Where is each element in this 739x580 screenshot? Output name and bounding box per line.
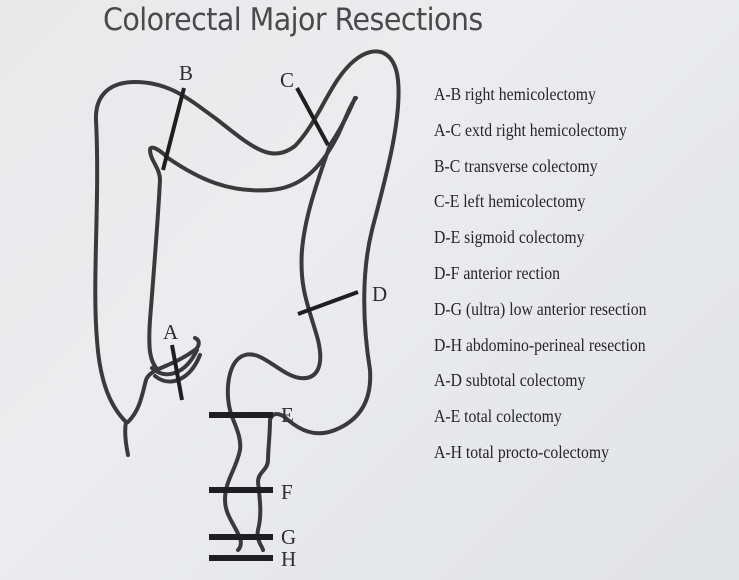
marker-a: A xyxy=(163,320,179,344)
cut-line-b xyxy=(161,87,186,171)
cut-line-a xyxy=(170,344,184,401)
terminal-ileum xyxy=(150,348,199,377)
marker-b: B xyxy=(179,61,194,85)
legend-item: D-E sigmoid colectomy xyxy=(434,227,585,248)
legend-item: C-E left hemicolectomy xyxy=(434,191,586,212)
legend-item: A-B right hemicolectomy xyxy=(434,84,596,104)
marker-e: E xyxy=(281,403,294,427)
cut-line-c xyxy=(295,87,330,146)
legend-item: A-H total procto-colectomy xyxy=(434,441,609,462)
marker-g: G xyxy=(281,525,297,549)
marker-h: H xyxy=(281,547,297,571)
marker-d: D xyxy=(372,282,388,306)
legend-item: B-C transverse colectomy xyxy=(434,155,598,176)
resection-legend: A-B right hemicolectomy A-C extd right h… xyxy=(434,84,670,478)
rectum-right-wall xyxy=(255,418,272,552)
legend-item: D-H abdomino-perineal resection xyxy=(434,334,646,355)
marker-c: C xyxy=(280,68,295,92)
colon-inner-wall xyxy=(126,336,201,424)
splenic-flexure-fold xyxy=(328,96,357,147)
diagram-title: Colorectal Major Resections xyxy=(103,2,483,38)
legend-item: D-F anterior rection xyxy=(434,262,560,283)
marker-f: F xyxy=(281,480,293,504)
legend-item: A-D subtotal colectomy xyxy=(434,370,586,391)
legend-item: A-E total colectomy xyxy=(434,406,562,427)
cut-line-d xyxy=(297,290,359,316)
legend-item: A-C extd right hemicolectomy xyxy=(434,119,627,140)
descending-colon-inner xyxy=(223,143,332,552)
legend-item: D-G (ultra) low anterior resection xyxy=(434,298,647,319)
